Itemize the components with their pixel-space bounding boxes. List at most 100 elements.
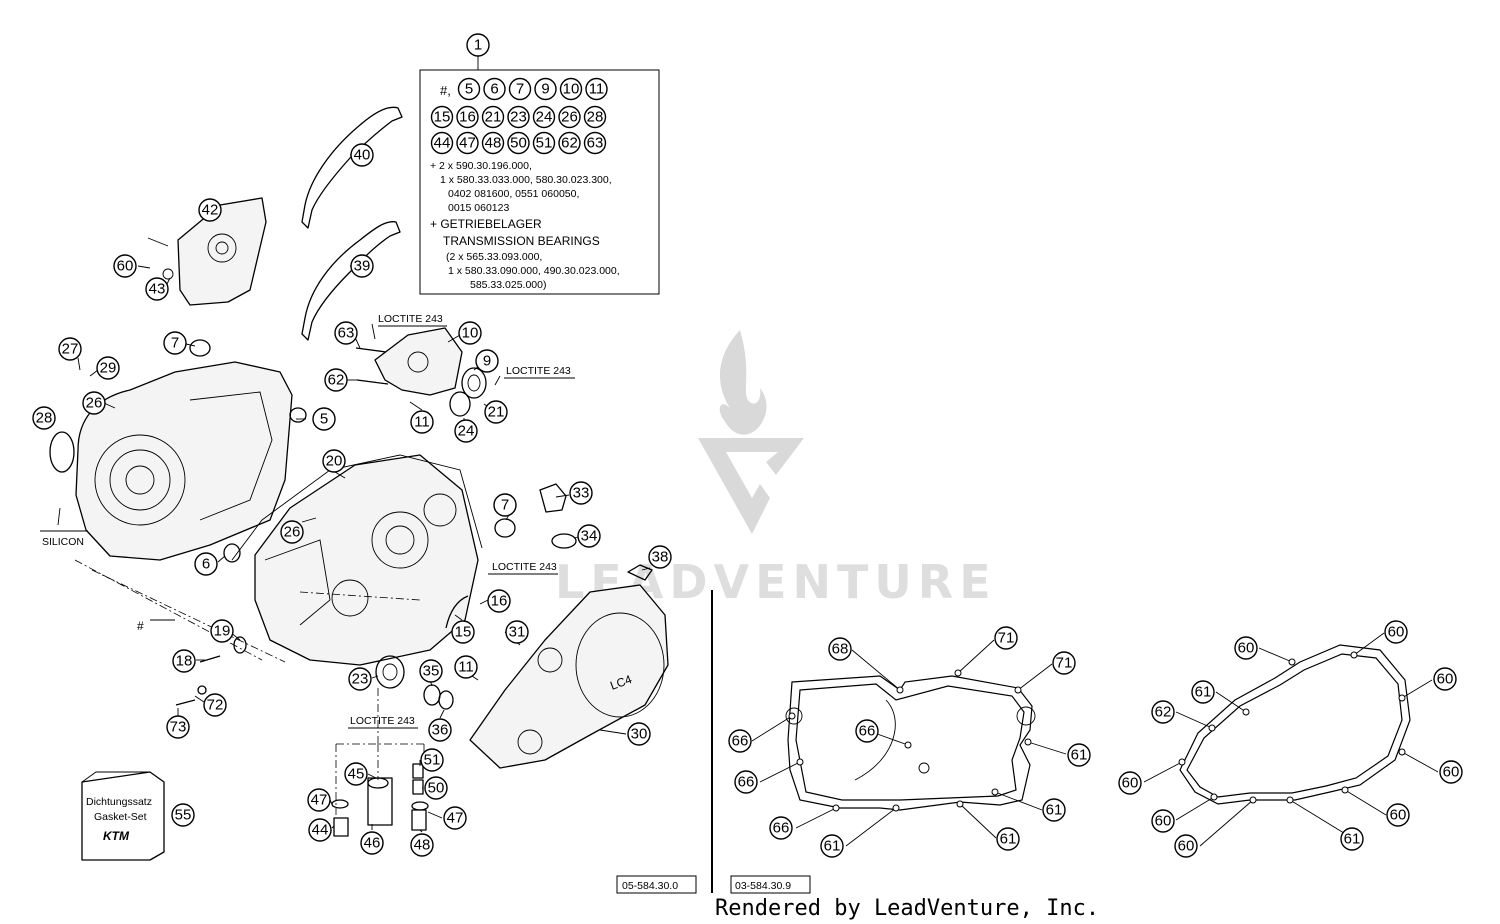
gasket-bolt-holes: [788, 651, 1406, 812]
svg-text:60: 60: [1155, 813, 1172, 830]
bracket-10: [374, 327, 463, 396]
svg-text:62: 62: [1155, 704, 1172, 721]
chain-guide-39: [301, 221, 401, 341]
svg-text:36: 36: [432, 722, 449, 739]
callout-11b: 11: [454, 655, 478, 679]
svg-text:60: 60: [1178, 838, 1195, 855]
callout-19: 19: [210, 619, 234, 643]
callout-h60a: 60: [1234, 636, 1258, 660]
kit-item-28: 28: [583, 105, 607, 129]
flame-logo-icon: [719, 330, 767, 435]
svg-text:24: 24: [458, 423, 475, 440]
kit-item-15: 15: [430, 105, 454, 129]
kit-item-24: 24: [532, 105, 556, 129]
callout-g61b: 61: [1042, 798, 1066, 822]
callout-g61d: 61: [820, 834, 844, 858]
svg-text:63: 63: [338, 325, 355, 342]
svg-text:20: 20: [326, 453, 343, 470]
kit-item-label: 47: [459, 135, 476, 152]
callout-55: 55: [171, 803, 195, 827]
chain-guide-40: [301, 106, 403, 229]
kit-line-5: + GETRIEBELAGER: [430, 217, 542, 231]
kit-item-6: 6: [483, 77, 506, 101]
svg-text:23: 23: [352, 671, 369, 688]
svg-text:47: 47: [447, 810, 464, 827]
kit-item-label: 7: [516, 81, 524, 98]
gasket-clutch-cover: [1179, 644, 1411, 805]
callout-34: 34: [577, 524, 601, 548]
kit-item-9: 9: [534, 77, 557, 101]
svg-text:50: 50: [428, 780, 445, 797]
callout-h60g: 60: [1151, 809, 1175, 833]
callout-g61a: 61: [1067, 743, 1091, 767]
kit-item-50: 50: [507, 131, 530, 155]
callout-g66d: 66: [769, 816, 793, 840]
kit-item-10: 10: [559, 77, 583, 101]
svg-text:60: 60: [1388, 624, 1405, 641]
svg-text:26: 26: [86, 395, 103, 412]
callout-51: 51: [420, 748, 444, 772]
kit-item-23: 23: [507, 105, 530, 129]
kit-line-9: 585.33.025.000): [470, 279, 546, 291]
svg-text:7: 7: [171, 335, 179, 352]
leadventure-watermark: LEADVENTURE: [555, 330, 991, 609]
parts-drawings: LC4: [49, 106, 669, 837]
svg-text:66: 66: [732, 733, 749, 750]
svg-text:44: 44: [312, 822, 329, 839]
svg-text:71: 71: [998, 630, 1015, 647]
loctite-label-2: LOCTITE 243: [506, 365, 571, 377]
svg-text:11: 11: [414, 414, 430, 431]
kit-line-2: 1 x 580.33.033.000, 580.30.023.300,: [440, 174, 612, 186]
svg-text:66: 66: [773, 820, 790, 837]
kit-item-21: 21: [481, 105, 505, 129]
callout-39: 39: [350, 254, 374, 278]
svg-text:15: 15: [455, 624, 472, 641]
kit-item-label: 24: [536, 109, 553, 126]
kit-hash: #,: [440, 83, 451, 98]
svg-text:27: 27: [62, 341, 79, 358]
svg-text:6: 6: [202, 556, 210, 573]
callout-30: 30: [627, 722, 651, 746]
callout-72: 72: [203, 693, 227, 717]
callout-10: 10: [458, 321, 482, 345]
kit-item-label: 50: [510, 135, 527, 152]
callout-16: 16: [487, 589, 511, 613]
svg-text:10: 10: [462, 325, 479, 342]
callout-h60d: 60: [1439, 760, 1463, 784]
svg-text:45: 45: [348, 766, 365, 783]
kit-item-44: 44: [430, 131, 454, 155]
svg-text:47: 47: [311, 792, 328, 809]
kit-item-label: 10: [563, 81, 580, 98]
svg-text:5: 5: [320, 411, 328, 428]
callout-h60b: 60: [1384, 620, 1408, 644]
kit-line-7: (2 x 565.33.093.000,: [446, 251, 542, 263]
left-crankcase: [75, 361, 293, 561]
svg-text:1: 1: [474, 37, 482, 54]
callout-73: 73: [166, 715, 190, 739]
callout-43: 43: [145, 277, 169, 301]
callout-28: 28: [32, 406, 56, 430]
callout-g68: 68: [828, 637, 852, 661]
callout-g66c: 66: [855, 719, 879, 743]
callout-h60c: 60: [1433, 667, 1457, 691]
svg-text:33: 33: [573, 485, 590, 502]
svg-text:48: 48: [414, 837, 431, 854]
svg-text:31: 31: [509, 624, 526, 641]
callout-h60e: 60: [1386, 803, 1410, 827]
svg-text:60: 60: [1390, 807, 1407, 824]
callout-15: 15: [451, 620, 475, 644]
kit-item-62: 62: [558, 131, 581, 155]
svg-text:60: 60: [117, 258, 134, 275]
svg-text:55: 55: [175, 807, 192, 824]
svg-text:38: 38: [652, 549, 669, 566]
callout-6: 6: [194, 552, 218, 576]
callout-38: 38: [648, 545, 672, 569]
svg-text:71: 71: [1056, 655, 1073, 672]
callout-31: 31: [505, 620, 529, 644]
ref-number-left: 05-584.30.0: [622, 880, 678, 892]
kit-item-5: 5: [457, 77, 481, 101]
